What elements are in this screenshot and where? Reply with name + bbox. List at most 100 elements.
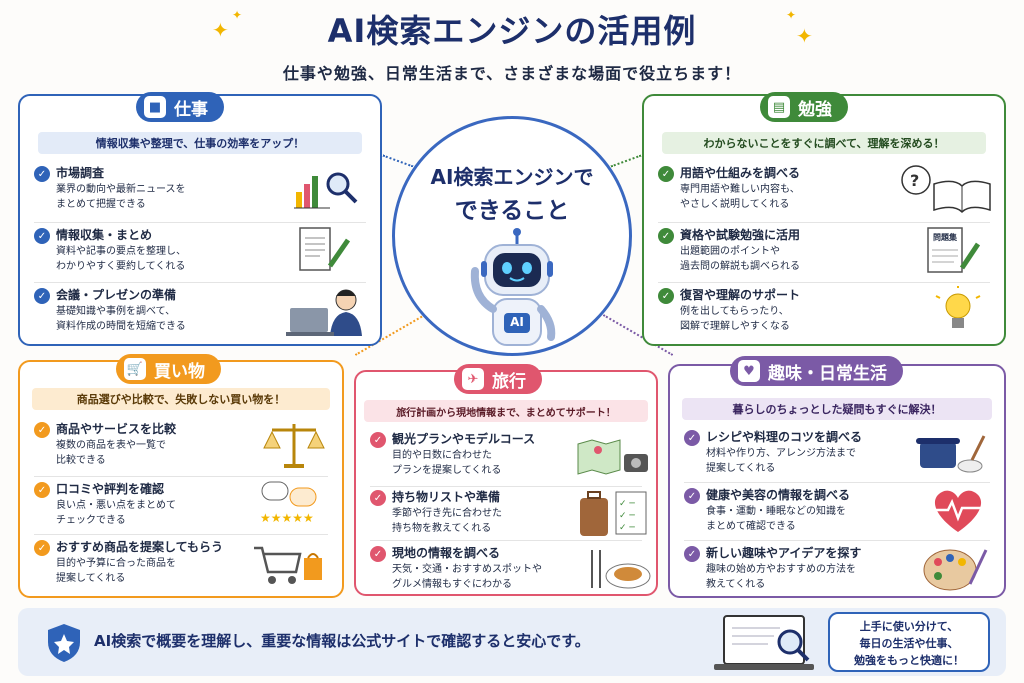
card-title: 趣味・日常生活 bbox=[768, 363, 887, 384]
card-title: 買い物 bbox=[154, 361, 205, 382]
divider bbox=[34, 282, 366, 283]
check-icon: ✓ bbox=[34, 540, 50, 556]
suitcase-checklist-icon: ✓ ─ ✓ ─ ✓ ─ bbox=[574, 488, 650, 538]
check-icon: ✓ bbox=[658, 228, 674, 244]
laptop-search-icon bbox=[710, 612, 822, 674]
item-heading: レシピや料理のコツを調べる bbox=[706, 430, 863, 444]
svg-text:✓ ─: ✓ ─ bbox=[619, 523, 635, 533]
page-title: AI検索エンジンの活用例 bbox=[327, 12, 697, 50]
list-item: ✓ 新しい趣味やアイデアを探す 趣味の始め方やおすすめの方法を 教えてくれる bbox=[684, 544, 992, 602]
divider bbox=[370, 486, 642, 487]
card-travel: 旅行計画から現地情報まで、まとめてサポート！ ✓ 観光プランやモデルコース 目的… bbox=[354, 370, 658, 596]
divider bbox=[684, 482, 990, 483]
band-travel: 旅行計画から現地情報まで、まとめてサポート！ bbox=[364, 400, 648, 422]
card-shopping: 商品選びや比較で、失敗しない買い物を！ ✓ 商品やサービスを比較 複数の商品を表… bbox=[18, 360, 344, 598]
item-heading: 情報収集・まとめ bbox=[56, 228, 153, 242]
question-book-icon: ? bbox=[898, 164, 994, 214]
check-icon: ✓ bbox=[684, 488, 700, 504]
list-item: ✓ 市場調査 業界の動向や最新ニュースを まとめて把握できる bbox=[34, 164, 368, 222]
center-line2: できること bbox=[454, 198, 570, 224]
card-work: 情報収集や整理で、仕事の効率をアップ！ ✓ 市場調査 業界の動向や最新ニュースを… bbox=[18, 94, 382, 346]
footer-bubble: 上手に使い分けて、 毎日の生活や仕事、 勉強をもっと快適に！ bbox=[828, 612, 990, 672]
sparkle-icon: ✦ bbox=[786, 8, 797, 22]
robot-icon: AI bbox=[455, 227, 575, 351]
item-description: 季節や行き先に合わせた 持ち物を教えてくれる bbox=[392, 508, 502, 534]
food-plate-icon bbox=[588, 544, 652, 594]
list-item: ✓ 商品やサービスを比較 複数の商品を表や一覧で 比較できる bbox=[34, 420, 330, 478]
item-heading: 市場調査 bbox=[56, 166, 105, 180]
center-circle: AI検索エンジンで できること AI bbox=[392, 116, 632, 356]
page-subtitle: 仕事や勉強、日常生活まで、さまざまな場面で役立ちます！ bbox=[282, 64, 742, 83]
check-icon: ✓ bbox=[370, 432, 386, 448]
list-item: ✓ 健康や美容の情報を調べる 食事・運動・睡眠などの知識を まとめて確認できる bbox=[684, 486, 992, 544]
svg-text:✓ ─: ✓ ─ bbox=[619, 499, 635, 509]
airplane-icon: ✈ bbox=[462, 368, 484, 390]
item-description: 目的や予算に合った商品を 提案してくれる bbox=[56, 558, 176, 584]
cooking-pot-icon bbox=[914, 428, 988, 478]
item-heading: 復習や理解のサポート bbox=[680, 288, 801, 302]
check-icon: ✓ bbox=[684, 546, 700, 562]
tab-work: ■ 仕事 bbox=[136, 92, 224, 122]
item-description: 食事・運動・睡眠などの知識を まとめて確認できる bbox=[706, 506, 846, 532]
cart-bag-icon bbox=[252, 542, 326, 592]
tab-study: ▤ 勉強 bbox=[760, 92, 848, 122]
check-icon: ✓ bbox=[370, 546, 386, 562]
item-heading: 会議・プレゼンの準備 bbox=[56, 288, 177, 302]
band-work: 情報収集や整理で、仕事の効率をアップ！ bbox=[38, 132, 362, 154]
shield-icon bbox=[44, 622, 84, 664]
check-icon: ✓ bbox=[34, 228, 50, 244]
workbook-icon: 問題集 bbox=[914, 226, 988, 276]
sparkle-icon: ✦ bbox=[212, 18, 229, 42]
tab-shopping: 🛒 買い物 bbox=[116, 354, 221, 384]
item-heading: おすすめ商品を提案してもらう bbox=[56, 540, 224, 554]
list-item: ✓ レシピや料理のコツを調べる 材料や作り方、アレンジ方法まで 提案してくれる bbox=[684, 428, 992, 486]
band-shopping: 商品選びや比較で、失敗しない買い物を！ bbox=[32, 388, 330, 410]
sparkle-icon: ✦ bbox=[796, 24, 813, 48]
item-description: 出題範囲のポイントや 過去問の解説も調べられる bbox=[680, 246, 800, 272]
band-hobby: 暮らしのちょっとした疑問もすぐに解決！ bbox=[682, 398, 992, 420]
reviews-stars-icon: ★★★★★ bbox=[258, 480, 326, 530]
divider bbox=[34, 534, 328, 535]
list-item: ✓ 復習や理解のサポート 例を出してもらったり、 図解で理解しやすくなる bbox=[658, 284, 992, 344]
item-description: 資料や記事の要点を整理し、 わかりやすく要約してくれる bbox=[56, 246, 186, 272]
item-description: 専門用語や難しい内容も、 やさしく説明してくれる bbox=[680, 184, 800, 210]
book-icon: ▤ bbox=[768, 96, 790, 118]
tab-hobby: ♥ 趣味・日常生活 bbox=[730, 356, 903, 386]
check-icon: ✓ bbox=[658, 166, 674, 182]
list-item: ✓ 現地の情報を調べる 天気・交通・おすすめスポットや グルメ情報もすぐにわかる bbox=[370, 544, 651, 602]
item-heading: 持ち物リストや準備 bbox=[392, 490, 501, 504]
divider bbox=[684, 540, 990, 541]
card-title: 仕事 bbox=[174, 99, 208, 120]
divider bbox=[370, 540, 642, 541]
document-pen-icon bbox=[290, 226, 364, 276]
center-line1: AI検索エンジンで bbox=[430, 165, 594, 189]
item-description: 複数の商品を表や一覧で 比較できる bbox=[56, 440, 166, 466]
item-description: 趣味の始め方やおすすめの方法を 教えてくれる bbox=[706, 564, 856, 590]
item-description: 目的や日数に合わせた プランを提案してくれる bbox=[392, 450, 502, 476]
svg-text:✓ ─: ✓ ─ bbox=[619, 511, 635, 521]
list-item: ✓ 口コミや評判を確認 良い点・悪い点をまとめて チェックできる ★★★★★ bbox=[34, 480, 330, 538]
check-icon: ✓ bbox=[684, 430, 700, 446]
list-item: ✓ おすすめ商品を提案してもらう 目的や予算に合った商品を 提案してくれる bbox=[34, 538, 330, 596]
item-heading: 用語や仕組みを調べる bbox=[680, 166, 801, 180]
divider bbox=[658, 282, 990, 283]
item-heading: 現地の情報を調べる bbox=[392, 546, 501, 560]
svg-text:★★★★★: ★★★★★ bbox=[260, 511, 314, 525]
robot-badge: AI bbox=[510, 315, 524, 329]
item-description: 材料や作り方、アレンジ方法まで 提案してくれる bbox=[706, 448, 856, 474]
check-icon: ✓ bbox=[658, 288, 674, 304]
item-description: 業界の動向や最新ニュースを まとめて把握できる bbox=[56, 184, 186, 210]
lightbulb-icon bbox=[914, 284, 988, 336]
list-item: ✓ 用語や仕組みを調べる 専門用語や難しい内容も、 やさしく説明してくれる ? bbox=[658, 164, 992, 222]
workbook-label: 問題集 bbox=[933, 233, 957, 242]
card-title: 勉強 bbox=[798, 99, 832, 120]
map-camera-icon bbox=[574, 430, 650, 480]
businessman-laptop-icon bbox=[286, 286, 372, 336]
item-heading: 健康や美容の情報を調べる bbox=[706, 488, 851, 502]
item-description: 基礎知識や事例を調べて、 資料作成の時間を短縮できる bbox=[56, 306, 186, 332]
item-heading: 観光プランやモデルコース bbox=[392, 432, 536, 446]
card-title: 旅行 bbox=[492, 371, 526, 392]
check-icon: ✓ bbox=[34, 422, 50, 438]
check-icon: ✓ bbox=[370, 490, 386, 506]
item-description: 天気・交通・おすすめスポットや グルメ情報もすぐにわかる bbox=[392, 564, 542, 590]
